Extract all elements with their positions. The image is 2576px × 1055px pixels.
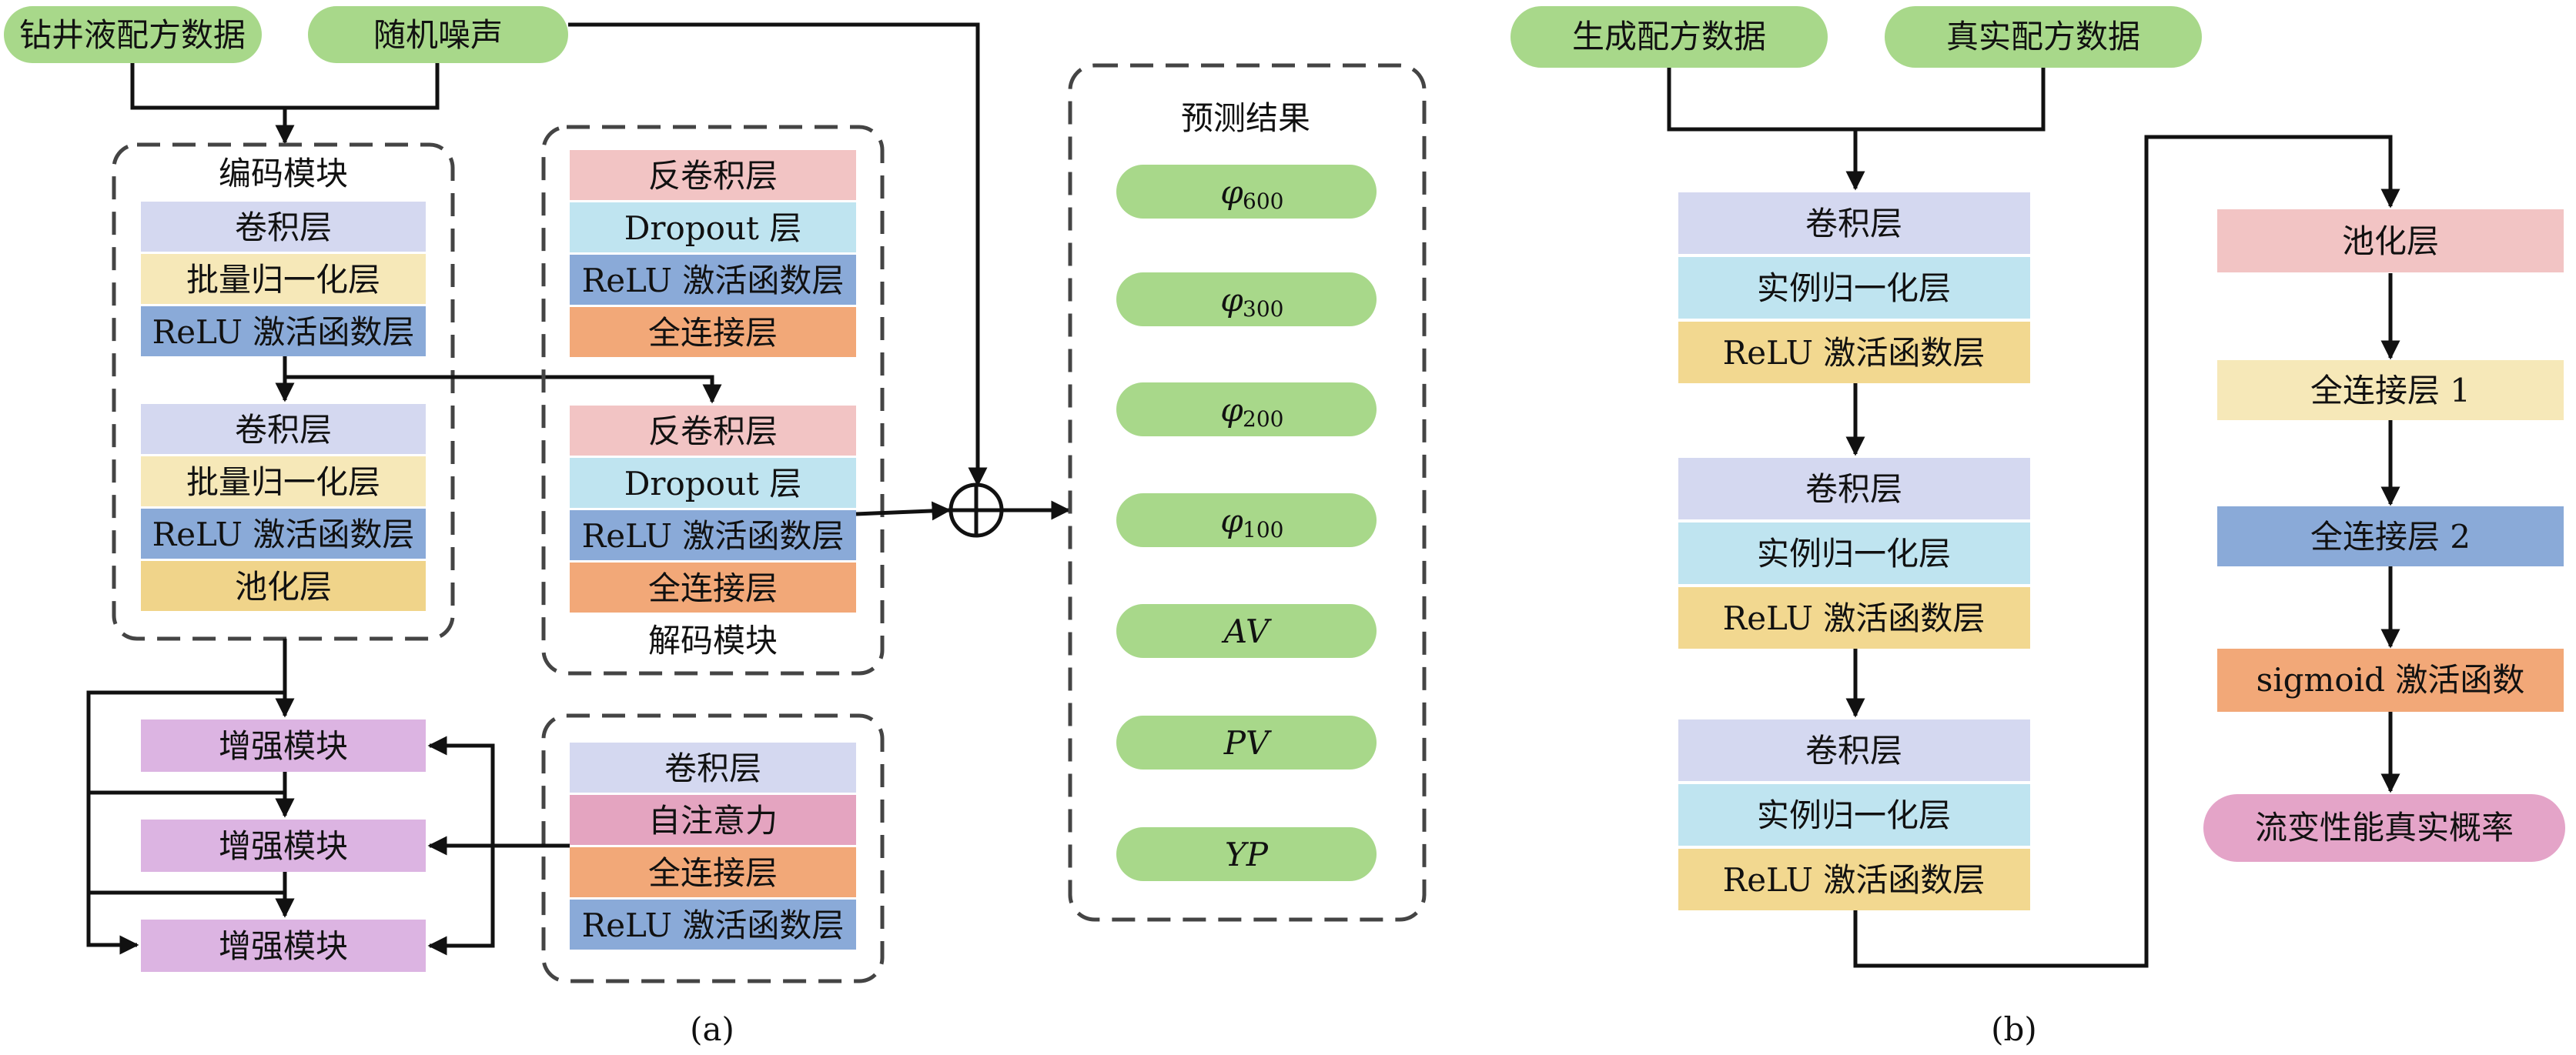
encoder-block-1: 卷积层 批量归一化层 ReLU 激活函数层 <box>141 202 426 356</box>
input-random-noise: 随机噪声 <box>308 6 568 63</box>
svg-text:增强模块: 增强模块 <box>219 727 348 765</box>
encoder-relu-2: ReLU 激活函数层 <box>152 516 415 553</box>
input-generated-data: 生成配方数据 <box>1510 6 1828 68</box>
attention-relu: ReLU 激活函数层 <box>582 906 845 944</box>
svg-text:钻井液配方数据: 钻井液配方数据 <box>19 16 246 54</box>
svg-text:φ: φ <box>1220 502 1243 539</box>
svg-text:随机噪声: 随机噪声 <box>373 16 503 54</box>
svg-text:600: 600 <box>1243 189 1283 214</box>
decoder-relu-2: ReLU 激活函数层 <box>582 517 845 555</box>
attention-fc: 全连接层 <box>648 854 778 892</box>
svg-text:卷积层: 卷积层 <box>1805 205 1902 242</box>
svg-text:300: 300 <box>1243 296 1283 322</box>
encoder-relu-1: ReLU 激活函数层 <box>152 313 415 351</box>
results-frame <box>1068 63 1427 922</box>
input-drilling-fluid-data: 钻井液配方数据 <box>4 6 262 63</box>
enhance-arrows <box>86 639 295 955</box>
disc-pool-layer: 池化层 <box>2217 209 2564 272</box>
encoder-block-2: 卷积层 批量归一化层 ReLU 激活函数层 池化层 <box>141 404 426 611</box>
encoder-conv-1: 卷积层 <box>235 209 332 246</box>
decoder-dropout-2: Dropout 层 <box>624 465 802 502</box>
svg-text:生成配方数据: 生成配方数据 <box>1572 18 1766 55</box>
svg-text:卷积层: 卷积层 <box>1805 470 1902 508</box>
svg-text:PV: PV <box>1223 724 1272 762</box>
encoder-conv-2: 卷积层 <box>235 411 332 449</box>
panel-a: 钻井液配方数据 随机噪声 编码模块 卷积层 批量归一化层 ReLU 激活函数层 … <box>4 6 1427 1048</box>
discriminator-block-2: 卷积层 实例归一化层 ReLU 激活函数层 <box>1678 458 2030 649</box>
svg-text:真实配方数据: 真实配方数据 <box>1946 18 2140 55</box>
disc-output-probability: 流变性能真实概率 <box>2203 794 2565 862</box>
encoder-title: 编码模块 <box>219 155 348 192</box>
panel-b-arrows <box>1845 135 2400 968</box>
svg-text:增强模块: 增强模块 <box>219 827 348 865</box>
decoder-module-frame <box>541 125 885 676</box>
encoder-inner-arrows <box>275 356 722 404</box>
result-phi200: φ 200 <box>1116 382 1377 436</box>
input-merge-connector <box>130 63 440 145</box>
disc-sigmoid-layer: sigmoid 激活函数 <box>2217 649 2564 712</box>
noise-to-sum-arrow <box>568 22 988 487</box>
enhance-module-2: 增强模块 <box>141 820 426 872</box>
encoder-bn-1: 批量归一化层 <box>186 261 380 299</box>
svg-text:增强模块: 增强模块 <box>219 927 348 965</box>
svg-text:YP: YP <box>1225 836 1269 873</box>
decoder-fc-1: 全连接层 <box>648 314 778 352</box>
encoder-pool: 池化层 <box>235 568 332 606</box>
svg-text:200: 200 <box>1243 406 1283 432</box>
sum-arrows <box>855 500 1071 521</box>
attention-self-attention: 自注意力 <box>648 802 778 840</box>
attention-conv: 卷积层 <box>664 750 761 787</box>
encoder-bn-2: 批量归一化层 <box>186 463 380 501</box>
result-pv: PV <box>1116 716 1377 770</box>
sum-operator <box>948 482 1004 538</box>
svg-text:sigmoid 激活函数: sigmoid 激活函数 <box>2257 661 2525 699</box>
attention-arrows <box>427 736 570 956</box>
decoder-block-1: 反卷积层 Dropout 层 ReLU 激活函数层 全连接层 <box>570 150 856 357</box>
svg-text:池化层: 池化层 <box>2342 222 2439 260</box>
disc-fc-layer-2: 全连接层 2 <box>2217 506 2564 566</box>
svg-text:100: 100 <box>1243 517 1283 543</box>
svg-text:全连接层 1: 全连接层 1 <box>2310 372 2471 409</box>
decoder-dropout-1: Dropout 层 <box>624 209 802 247</box>
decoder-title: 解码模块 <box>648 622 778 659</box>
decoder-deconv-1: 反卷积层 <box>648 157 778 195</box>
result-phi300: φ 300 <box>1116 272 1377 326</box>
result-yp: YP <box>1116 827 1377 881</box>
result-av: AV <box>1116 604 1377 658</box>
panel-b: 生成配方数据 真实配方数据 卷积层 实例归一化层 ReLU 激活函数层 卷积层 … <box>1510 6 2565 1048</box>
panel-a-caption: (a) <box>690 1010 734 1048</box>
discriminator-block-3: 卷积层 实例归一化层 ReLU 激活函数层 <box>1678 719 2030 910</box>
attention-module-frame <box>541 713 885 983</box>
enhance-module-3: 增强模块 <box>141 920 426 972</box>
svg-text:φ: φ <box>1220 173 1243 211</box>
disc-fc-layer-1: 全连接层 1 <box>2217 360 2564 420</box>
svg-text:实例归一化层: 实例归一化层 <box>1757 269 1951 307</box>
decoder-deconv-2: 反卷积层 <box>648 412 778 450</box>
svg-text:实例归一化层: 实例归一化层 <box>1757 796 1951 834</box>
attention-layers: 卷积层 自注意力 全连接层 ReLU 激活函数层 <box>570 743 856 950</box>
discriminator-block-1: 卷积层 实例归一化层 ReLU 激活函数层 <box>1678 192 2030 383</box>
decoder-relu-1: ReLU 激活函数层 <box>582 262 845 299</box>
svg-text:ReLU 激活函数层: ReLU 激活函数层 <box>1723 861 1986 899</box>
enhance-module-1: 增强模块 <box>141 719 426 772</box>
svg-text:流变性能真实概率: 流变性能真实概率 <box>2255 809 2514 846</box>
svg-text:卷积层: 卷积层 <box>1805 732 1902 770</box>
svg-text:φ: φ <box>1220 281 1243 319</box>
svg-text:实例归一化层: 实例归一化层 <box>1757 535 1951 573</box>
panel-b-caption: (b) <box>1991 1010 2037 1048</box>
decoder-fc-2: 全连接层 <box>648 569 778 607</box>
results-title: 预测结果 <box>1181 99 1310 137</box>
input-real-data: 真实配方数据 <box>1885 6 2202 68</box>
svg-text:ReLU 激活函数层: ReLU 激活函数层 <box>1723 334 1986 372</box>
svg-text:ReLU 激活函数层: ReLU 激活函数层 <box>1723 599 1986 637</box>
result-phi600: φ 600 <box>1116 165 1377 219</box>
result-phi100: φ 100 <box>1116 493 1377 547</box>
svg-text:φ: φ <box>1220 391 1243 429</box>
decoder-block-2: 反卷积层 Dropout 层 ReLU 激活函数层 全连接层 <box>570 406 856 613</box>
panel-b-input-merge <box>1667 68 2046 191</box>
svg-text:全连接层 2: 全连接层 2 <box>2310 518 2471 556</box>
svg-text:AV: AV <box>1221 613 1272 650</box>
